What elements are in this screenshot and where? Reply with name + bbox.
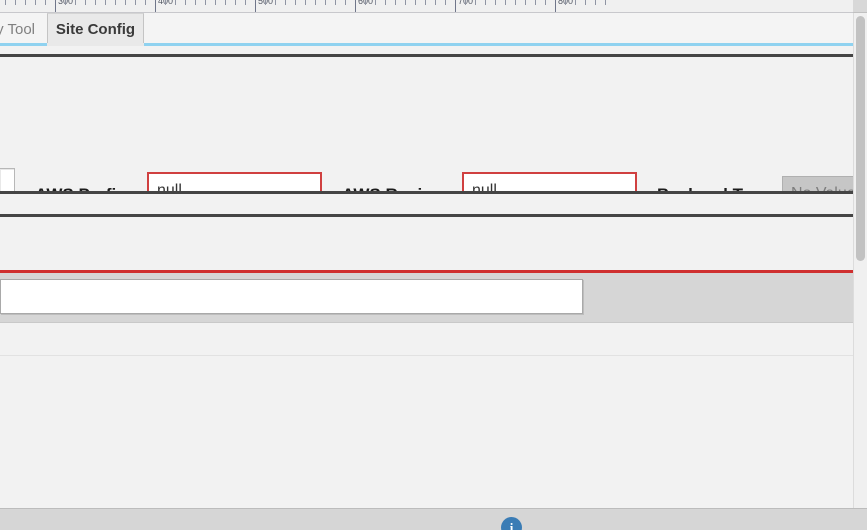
ruler-tick [35, 0, 36, 5]
ruler-tick [415, 0, 416, 5]
ruler-tick [245, 0, 246, 5]
config-form-row: AWS Prefix : null AWS Region : null Back… [0, 58, 867, 220]
ruler-tick [345, 0, 346, 5]
vertical-scrollbar-track[interactable] [853, 13, 867, 508]
ruler-tick [375, 0, 376, 5]
section-divider-mid-lower [0, 214, 853, 217]
error-divider [0, 270, 853, 273]
ruler-tick [605, 0, 606, 5]
ruler-tick [125, 0, 126, 5]
ruler-tick [315, 0, 316, 5]
ruler-tick [175, 0, 176, 5]
ruler-tick [535, 0, 536, 5]
ruler-tick [435, 0, 436, 5]
tab-bar: y Tool Site Config [0, 13, 853, 46]
info-circle-icon[interactable]: i [501, 517, 522, 530]
ruler-tick [295, 0, 296, 5]
ruler-tick [595, 0, 596, 5]
ruler-tick-major [355, 0, 356, 12]
ruler-tick [25, 0, 26, 5]
tab-query-tool[interactable]: y Tool [0, 13, 48, 45]
ruler-tick [575, 0, 576, 5]
ruler-tick [395, 0, 396, 5]
section-divider-top [0, 54, 853, 57]
ruler-tick [215, 0, 216, 5]
lower-content-panel [0, 322, 853, 508]
tab-active-underline-gap [47, 43, 144, 46]
ruler-tick [225, 0, 226, 5]
ruler-tick [235, 0, 236, 5]
ruler-tick [305, 0, 306, 5]
ruler-tick [425, 0, 426, 5]
ruler-tick [495, 0, 496, 5]
status-bar [0, 508, 867, 530]
ruler-tick [525, 0, 526, 5]
ruler-tick-major [455, 0, 456, 12]
ruler-tick [275, 0, 276, 5]
section-divider-mid-upper [0, 191, 853, 194]
ruler-tick [165, 0, 166, 5]
ruler-tick [405, 0, 406, 5]
ruler-tick [195, 0, 196, 5]
ruler-tick [15, 0, 16, 5]
ruler-tick [285, 0, 286, 5]
tab-query-tool-label: y Tool [0, 20, 35, 38]
ruler-tick [205, 0, 206, 5]
ruler-tick [325, 0, 326, 5]
ruler-tick [145, 0, 146, 5]
ruler-tick [85, 0, 86, 5]
ruler-tick [5, 0, 6, 5]
ruler-tick [385, 0, 386, 5]
ruler-tick [265, 0, 266, 5]
ruler-tick [185, 0, 186, 5]
ruler-tick [475, 0, 476, 5]
ruler-tick [565, 0, 566, 5]
ruler-corner-pad [853, 0, 867, 13]
results-panel [0, 217, 853, 270]
ruler-tick [65, 0, 66, 5]
ruler-tick [45, 0, 46, 5]
toolbar-strip [0, 194, 853, 214]
ruler-tick-major [255, 0, 256, 12]
ruler-tick [135, 0, 136, 5]
info-circle-icon-label: i [509, 519, 514, 530]
tab-site-config[interactable]: Site Config [47, 13, 144, 45]
tab-site-config-label: Site Config [55, 21, 136, 38]
ruler-tick [465, 0, 466, 5]
ruler-tick [115, 0, 116, 5]
ruler-tick [515, 0, 516, 5]
tab-active-underline [0, 43, 853, 46]
ruler-tick-major [555, 0, 556, 12]
ruler-tick [365, 0, 366, 5]
ruler-tick [105, 0, 106, 5]
horizontal-ruler: 300 400 500 600 [0, 0, 853, 13]
ruler-tick-major [155, 0, 156, 12]
vertical-scrollbar-thumb[interactable] [856, 16, 865, 261]
ruler-tick [445, 0, 446, 5]
ruler-tick [75, 0, 76, 5]
ruler-tick [485, 0, 486, 5]
search-input[interactable] [0, 279, 583, 314]
lower-content-separator [0, 355, 853, 356]
ruler-tick [95, 0, 96, 5]
ruler-tick [335, 0, 336, 5]
ruler-tick-major [55, 0, 56, 12]
ruler-tick [545, 0, 546, 5]
ruler-tick [505, 0, 506, 5]
ruler-tick [585, 0, 586, 5]
